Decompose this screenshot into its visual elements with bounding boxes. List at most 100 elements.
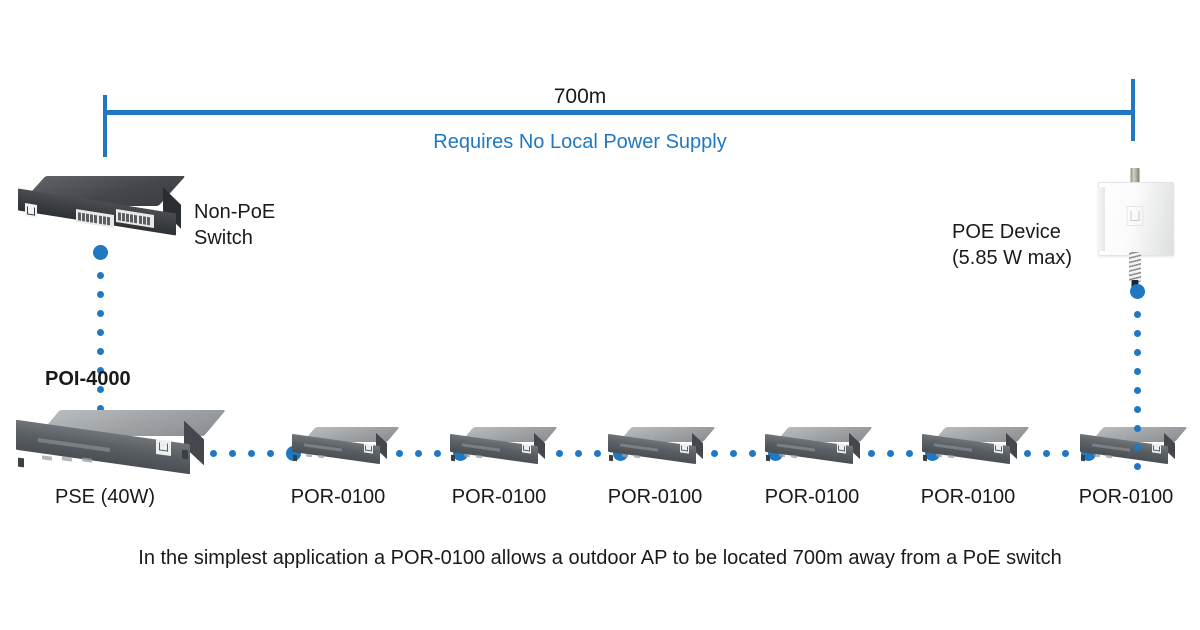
span-subtitle-label: Requires No Local Power Supply xyxy=(433,131,727,153)
link-node-small xyxy=(96,405,104,412)
ap-coiled-cable xyxy=(1129,252,1141,282)
link-node-small xyxy=(1133,444,1141,451)
link-node-small xyxy=(96,291,104,298)
repeater-foot-left xyxy=(766,454,770,462)
link-node-small xyxy=(556,449,563,457)
link-node-small xyxy=(1133,387,1141,394)
injector-led-3 xyxy=(82,457,92,463)
injector-brand-logo-icon xyxy=(156,438,171,457)
repeater-led-2 xyxy=(948,454,954,458)
repeater-brand-logo-icon xyxy=(364,443,373,454)
link-node-small xyxy=(229,449,236,457)
link-node-small xyxy=(415,449,422,457)
injector-foot-left xyxy=(18,457,24,468)
repeater-4-label: POR-0100 xyxy=(764,486,860,508)
span-distance-label: 700m xyxy=(553,85,607,108)
ap-label-line1: POE Device xyxy=(952,221,1061,243)
link-node-small xyxy=(1133,406,1141,413)
repeater-2-icon xyxy=(450,427,558,469)
rack-switch-icon xyxy=(18,176,186,238)
repeater-brand-logo-icon xyxy=(837,443,846,454)
switch-brand-logo-icon xyxy=(25,203,37,218)
link-node-small xyxy=(1133,368,1141,375)
link-node-large xyxy=(1129,284,1145,299)
link-node-small xyxy=(594,449,601,457)
injector-led-1 xyxy=(42,455,52,461)
link-node-small xyxy=(1133,311,1141,318)
link-node-small xyxy=(210,449,217,457)
span-bracket-horizontal-line xyxy=(103,110,1135,115)
repeater-1-icon xyxy=(292,427,400,469)
repeater-led-1 xyxy=(1094,453,1100,457)
link-node-small xyxy=(96,367,104,374)
ap-left-edge xyxy=(1098,187,1105,251)
repeater-led-2 xyxy=(634,454,640,458)
link-node-small xyxy=(1024,449,1031,457)
link-node-small xyxy=(711,449,718,457)
repeater-3-label: POR-0100 xyxy=(607,486,703,508)
link-node-small xyxy=(906,449,913,457)
repeater-3-icon xyxy=(608,427,716,469)
span-bracket-left-tick xyxy=(103,95,107,157)
link-node-small xyxy=(730,449,737,457)
link-node-small xyxy=(96,272,104,279)
repeater-led-2 xyxy=(318,454,324,458)
link-node-small xyxy=(575,449,582,457)
repeater-brand-logo-icon xyxy=(1152,443,1161,454)
repeater-led-1 xyxy=(306,453,312,457)
repeater-foot-left xyxy=(923,454,927,462)
repeater-foot-left xyxy=(609,454,613,462)
link-node-large xyxy=(92,245,108,260)
link-node-small xyxy=(1133,425,1141,432)
repeater-led-1 xyxy=(464,453,470,457)
link-node-small xyxy=(96,348,104,355)
repeater-led-2 xyxy=(476,454,482,458)
switch-label-line1: Non-PoE xyxy=(194,201,276,223)
link-node-small xyxy=(1133,330,1141,337)
link-node-small xyxy=(749,449,756,457)
poe-injector-icon xyxy=(16,410,226,475)
repeater-led-1 xyxy=(779,453,785,457)
link-node-small xyxy=(1062,449,1069,457)
repeater-led-2 xyxy=(791,454,797,458)
repeater-6-label: POR-0100 xyxy=(1078,486,1174,508)
link-node-small xyxy=(434,449,441,457)
repeater-brand-logo-icon xyxy=(994,443,1003,454)
ap-brand-logo-icon xyxy=(1126,206,1144,226)
injector-role-label: PSE (40W) xyxy=(55,486,156,508)
repeater-led-2 xyxy=(1106,454,1112,458)
repeater-foot-left xyxy=(1081,454,1085,462)
link-node-small xyxy=(96,386,104,393)
repeater-led-1 xyxy=(622,453,628,457)
repeater-4-icon xyxy=(765,427,873,469)
repeater-foot-left xyxy=(451,454,455,462)
repeater-brand-logo-icon xyxy=(522,443,531,454)
span-bracket-right-tick xyxy=(1131,79,1135,141)
repeater-5-label: POR-0100 xyxy=(920,486,1016,508)
injector-model-label: POI-4000 xyxy=(45,368,131,390)
link-node-small xyxy=(868,449,875,457)
outdoor-access-point-icon xyxy=(1098,168,1174,296)
link-node-small xyxy=(1133,349,1141,356)
repeater-2-label: POR-0100 xyxy=(451,486,547,508)
link-switch-to-injector xyxy=(91,239,109,418)
link-ap-to-repeater-6 xyxy=(1128,278,1146,476)
repeater-led-1 xyxy=(936,453,942,457)
ap-label-line2: (5.85 W max) xyxy=(952,247,1073,269)
link-node-small xyxy=(396,449,403,457)
injector-led-2 xyxy=(62,456,72,462)
repeater-5-icon xyxy=(922,427,1030,469)
repeater-brand-logo-icon xyxy=(680,443,689,454)
link-node-small xyxy=(248,449,255,457)
repeater-foot-left xyxy=(293,454,297,462)
link-node-small xyxy=(1133,463,1141,470)
switch-label-line2: Switch xyxy=(194,227,253,249)
link-node-small xyxy=(96,310,104,317)
link-node-small xyxy=(1043,449,1050,457)
repeater-1-label: POR-0100 xyxy=(290,486,386,508)
link-node-small xyxy=(267,449,274,457)
link-node-small xyxy=(887,449,894,457)
link-node-small xyxy=(96,329,104,336)
injector-foot-right xyxy=(182,449,188,460)
